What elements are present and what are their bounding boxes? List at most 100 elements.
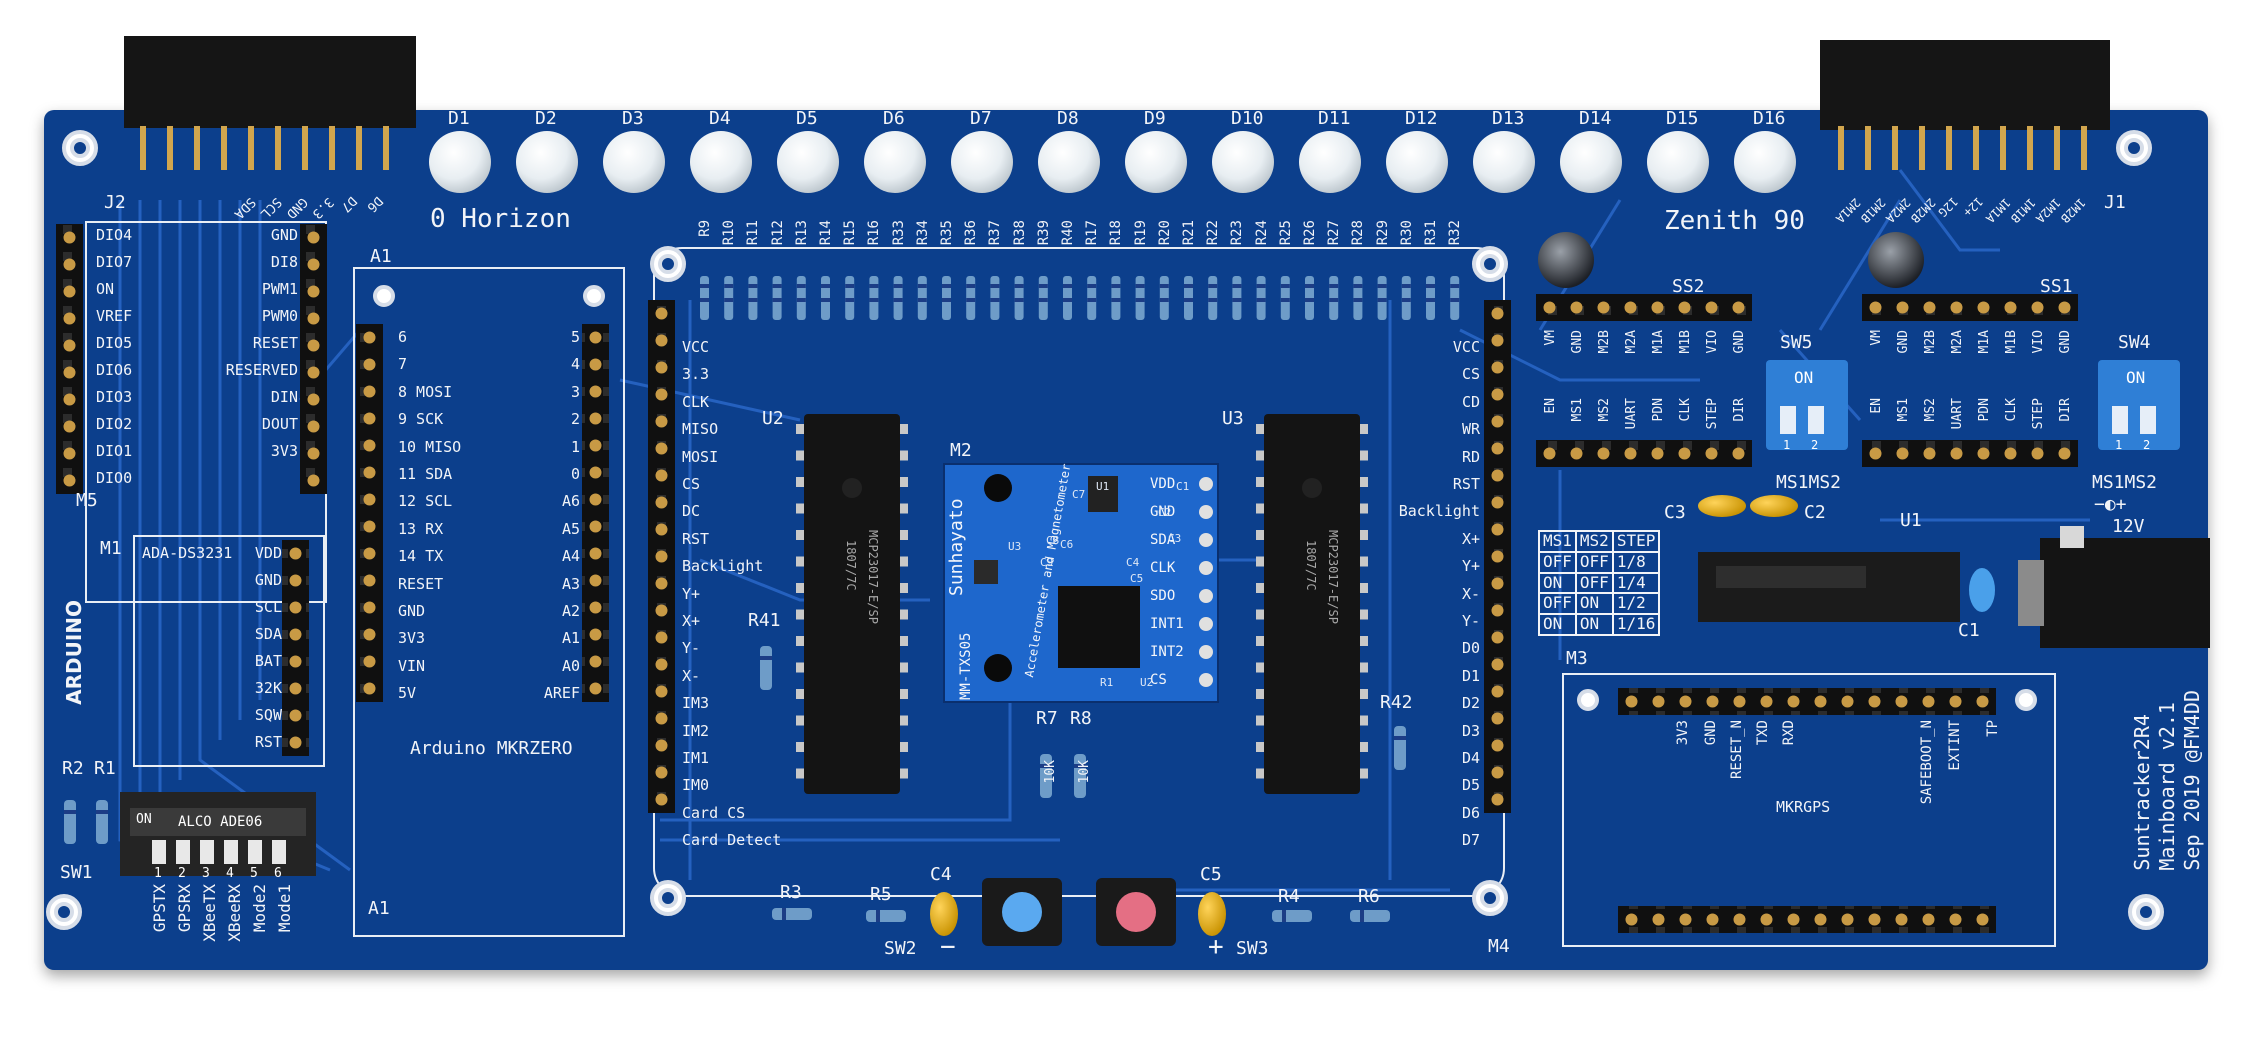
a1-left-header-pad-12	[363, 655, 376, 668]
j2-pin-5	[275, 126, 281, 170]
c2-capacitor	[1750, 495, 1798, 517]
resistor-ref-r10: R10	[721, 220, 738, 246]
a1-left-label-7: 13 RX	[398, 519, 444, 538]
led-ref-d12: D12	[1405, 108, 1438, 129]
m1-header-pad-5	[289, 682, 302, 695]
m5-right-label-2: PWM1	[261, 280, 298, 298]
ss2-top-label-7: GND	[1732, 330, 1747, 354]
a1-right-label-10: A2	[561, 602, 580, 620]
ss1-top-label-2: M2B	[1923, 330, 1938, 354]
display-right-header-pad-15	[1491, 712, 1504, 725]
j1-pin-6	[2000, 126, 2006, 170]
m1-pin-label-6: SQW	[254, 706, 282, 724]
r3-resistor-band	[782, 908, 786, 920]
resistor-band-r36	[966, 284, 976, 288]
ss1-bottom-header-pad-7	[2058, 447, 2071, 460]
resistor-band2-r37	[990, 298, 1000, 302]
u3-left-pin-7	[1256, 609, 1264, 620]
u2-left-pin-11	[796, 715, 804, 726]
resistor-band-r39	[1038, 284, 1048, 288]
u3-right-pin-10	[1360, 689, 1368, 699]
ms-table-cell: OFF	[1538, 592, 1577, 616]
u3-left-pin-3	[1256, 503, 1264, 514]
a1-name: Arduino MKRZERO	[410, 738, 573, 759]
m2-pin-pad-4	[1199, 589, 1213, 603]
a1-left-header-pad-7	[363, 520, 376, 533]
m5-right-label-5: RESERVED	[225, 361, 298, 379]
c5-capacitor	[1198, 892, 1226, 936]
j1-pin-5	[1973, 126, 1979, 170]
m5-left-label-7: DIO2	[96, 415, 133, 433]
j2-pin-7	[329, 126, 335, 170]
sw3-ref: SW3	[1236, 938, 1269, 959]
a1-left-label-9: RESET	[398, 574, 444, 593]
m3-pin-label-2: RESET_N	[1729, 720, 1745, 780]
u2-chip-marking: MCP23017-E/SP	[866, 530, 880, 624]
m3-pin-label-1: GND	[1703, 720, 1719, 746]
resistor-ref-r17: R17	[1084, 220, 1101, 246]
m3-name: MKRGPS	[1776, 798, 1831, 816]
m3-outline	[1562, 673, 2056, 947]
resistor-band-r15	[845, 284, 855, 288]
m3-top-header-pad-11	[1922, 695, 1935, 708]
a1-right-header-pad-3	[589, 412, 602, 425]
m3-bottom-header	[1618, 906, 1996, 933]
m1-pin-label-1: GND	[254, 571, 282, 589]
r1-ref: R1	[94, 758, 116, 779]
resistor-ref-r25: R25	[1277, 220, 1294, 246]
a1-left-label-11: 3V3	[398, 629, 426, 648]
sw5-ref: SW5	[1780, 332, 1813, 353]
sw1-lever-3	[200, 840, 214, 864]
m1-header-pad-0	[289, 547, 302, 560]
u2-right-pin-7	[900, 609, 908, 620]
display-left-label-2: CLK	[682, 392, 710, 411]
a1-right-label-8: A4	[561, 547, 580, 566]
m2-part-c5: C5	[1130, 572, 1144, 585]
j1-pin-4	[1946, 126, 1952, 170]
sw1-label-0: GPSTX	[150, 884, 169, 933]
led-ref-d2: D2	[535, 108, 557, 129]
sw1-label-3: XBeeRX	[225, 884, 244, 942]
ss1-top-header-pad-1	[1896, 301, 1909, 314]
display-right-label-3: WR	[1461, 420, 1480, 439]
a1-right-label-3: 2	[570, 410, 580, 429]
m5-left-label-0: DIO4	[96, 226, 133, 244]
board-info-line-1: Mainboard v2.1	[2155, 702, 2179, 871]
m2-brand: Sunhayato	[946, 498, 967, 596]
u2-right-pin-1	[900, 450, 908, 461]
resistor-ref-r38: R38	[1011, 220, 1028, 246]
m5-ref: M5	[76, 490, 98, 511]
display-right-header-pad-10	[1491, 577, 1504, 590]
resistor-band2-r35	[942, 298, 951, 302]
ss2-bottom-label-7: DIR	[1732, 398, 1747, 422]
a1-left-header-pad-13	[363, 682, 376, 695]
u2-chip	[804, 414, 900, 794]
m3-bottom-header-pad-9	[1868, 913, 1881, 926]
display-right-label-15: D4	[1461, 749, 1480, 767]
display-right-label-9: X-	[1461, 584, 1480, 603]
j2-header-housing	[124, 36, 416, 128]
led-ref-d13: D13	[1492, 108, 1525, 129]
m5-right-header-pad-2	[307, 285, 320, 298]
m2-part-c6: C6	[1060, 538, 1074, 551]
m3-top-header-pad-9	[1868, 695, 1881, 708]
u2-right-pin-4	[900, 530, 908, 540]
a1-left-header-pad-5	[363, 466, 376, 479]
ms-table-cell: ON	[1574, 592, 1614, 616]
a1-right-label-2: 3	[570, 382, 580, 401]
ss1-top-header-pad-5	[2004, 301, 2017, 314]
resistor-band2-r39	[1038, 298, 1048, 302]
ss1-top-header	[1862, 294, 2078, 321]
m5-right-label-4: RESET	[252, 334, 298, 352]
resistor-band2-r22	[1208, 298, 1218, 302]
led-d15	[1647, 131, 1709, 193]
ss1-top-label-5: M1B	[2004, 330, 2019, 354]
m5-left-header-pad-2	[63, 285, 76, 298]
display-left-label-4: MOSI	[682, 447, 719, 466]
display-left-header-pad-1	[655, 334, 668, 347]
ss2-bottom-label-1: MS1	[1570, 398, 1585, 422]
resistor-ref-r31: R31	[1423, 220, 1439, 246]
m5-right-header-pad-9	[307, 474, 320, 487]
m1-pin-label-0: VDD	[254, 544, 282, 562]
